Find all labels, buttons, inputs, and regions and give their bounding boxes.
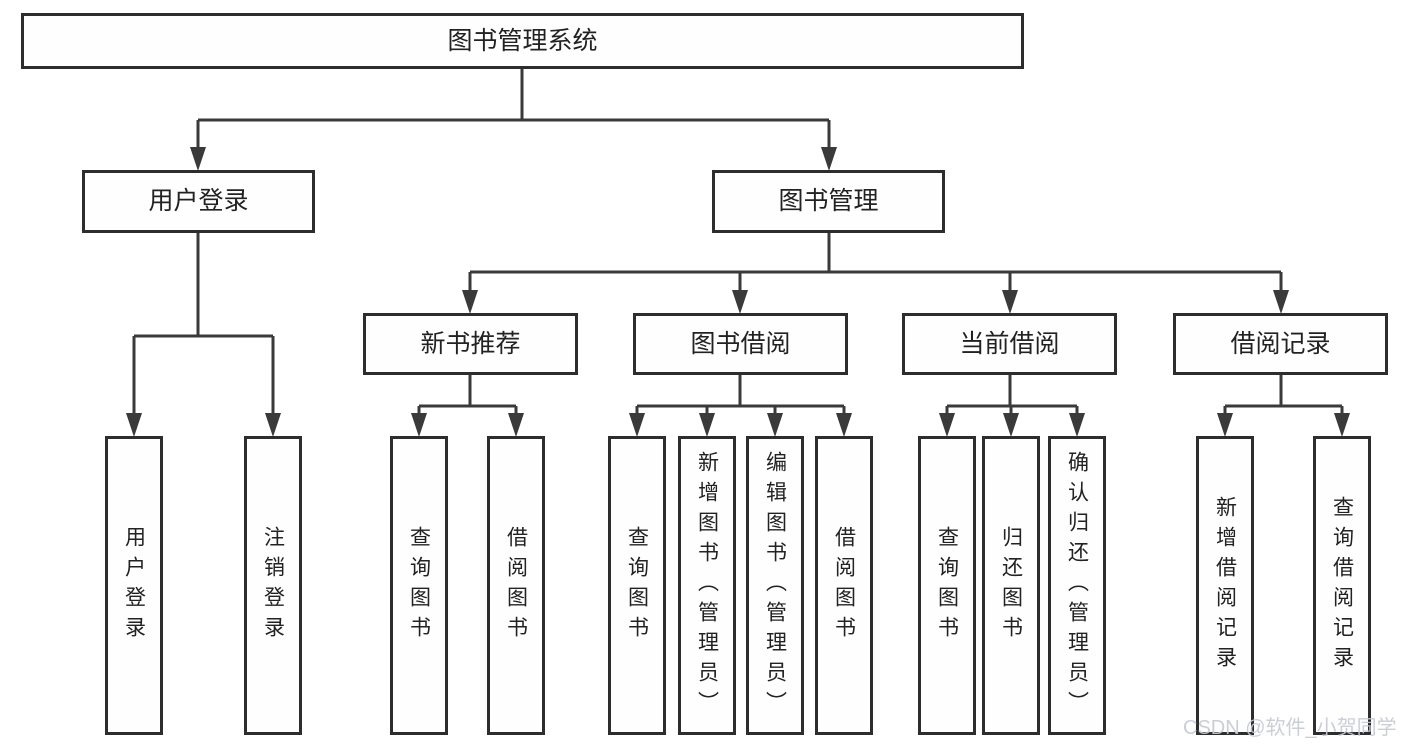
watermark: CSDN @软件_小贺同学: [1183, 717, 1397, 739]
leaf-query-books-recommend: 查询图书: [390, 436, 448, 735]
leaf-user-login: 用户登录: [105, 436, 163, 735]
node-library-system: 图书管理系统: [21, 13, 1024, 69]
node-user-login-label: 用户登录: [148, 187, 249, 215]
leaf-query-borrow-record: 查询借阅记录: [1313, 436, 1371, 735]
leaf-edit-book-admin: 编辑图书（管理员）: [746, 436, 804, 735]
leaf-add-borrow-record: 新增借阅记录: [1196, 436, 1254, 735]
node-new-book-recommend-label: 新书推荐: [420, 329, 521, 358]
leaf-add-book-admin: 新增图书（管理员）: [678, 436, 736, 735]
node-new-book-recommend: 新书推荐: [363, 313, 578, 375]
leaf-confirm-return-admin: 确认归还（管理员）: [1048, 436, 1106, 735]
node-book-management-label: 图书管理: [778, 187, 879, 215]
leaf-return-books: 归还图书: [982, 436, 1040, 735]
leaf-borrow-books-borrowing: 借阅图书: [815, 436, 873, 735]
node-book-borrowing: 图书借阅: [633, 313, 848, 375]
node-book-borrowing-label: 图书借阅: [690, 329, 791, 358]
node-current-borrowing: 当前借阅: [902, 313, 1117, 375]
leaf-logout: 注销登录: [244, 436, 302, 735]
node-library-system-label: 图书管理系统: [447, 26, 598, 55]
node-current-borrowing-label: 当前借阅: [959, 329, 1060, 358]
leaf-query-books-borrowing: 查询图书: [608, 436, 666, 735]
node-borrowing-records-label: 借阅记录: [1230, 329, 1331, 358]
node-borrowing-records: 借阅记录: [1173, 313, 1388, 375]
leaf-borrow-books-recommend: 借阅图书: [487, 436, 545, 735]
node-book-management: 图书管理: [712, 170, 945, 233]
leaf-query-books-current: 查询图书: [918, 436, 976, 735]
node-user-login: 用户登录: [82, 170, 315, 233]
